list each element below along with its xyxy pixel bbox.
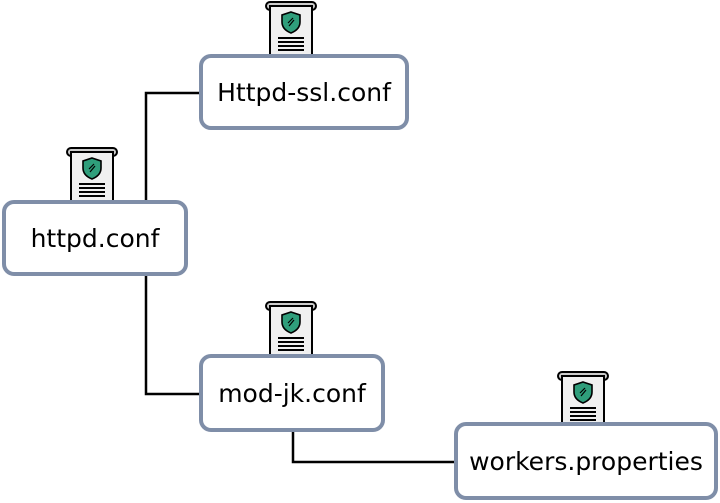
node-label: mod-jk.conf (218, 378, 366, 408)
node-label: workers.properties (469, 446, 703, 476)
node-label: httpd.conf (30, 223, 160, 253)
node-label: Httpd-ssl.conf (217, 77, 391, 107)
connector-httpd-to-httpd-ssl (144, 91, 199, 200)
config-node-httpd-ssl: Httpd-ssl.conf (199, 54, 409, 130)
config-node-workers-properties: workers.properties (454, 422, 718, 500)
config-node-mod-jk: mod-jk.conf (199, 354, 385, 432)
connector-mod-jk-to-workers (291, 432, 454, 464)
config-node-httpd: httpd.conf (2, 200, 188, 276)
connector-httpd-to-mod-jk (144, 276, 199, 396)
